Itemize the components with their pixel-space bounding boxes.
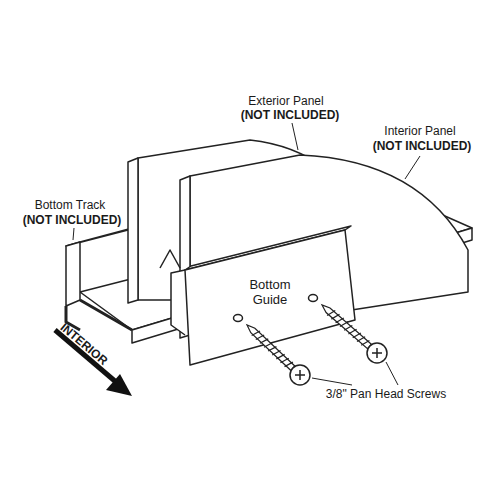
- pan-head-screw: [322, 305, 387, 363]
- screw-hole: [309, 295, 318, 302]
- callout-label: Bottom Track: [35, 198, 106, 212]
- guide-channel: [171, 270, 185, 335]
- interior-arrow: [55, 330, 132, 396]
- screw-hole: [234, 315, 243, 322]
- bottom-guide: Bottom Guide: [185, 225, 355, 365]
- callout-label: Exterior Panel: [248, 94, 323, 108]
- callout-label: (NOT INCLUDED): [241, 108, 340, 122]
- callout-label: Interior Panel: [384, 124, 455, 138]
- leader-line: [386, 362, 398, 385]
- leader-line: [405, 156, 420, 179]
- pan-head-screw: [247, 325, 310, 385]
- callout-label: (NOT INCLUDED): [373, 139, 472, 153]
- leader-line: [73, 228, 74, 240]
- callout-label: (NOT INCLUDED): [23, 213, 122, 227]
- track-edge: [66, 300, 132, 330]
- leader-line: [312, 378, 352, 385]
- exterior-panel-edge: [128, 158, 138, 303]
- track-lip: [66, 242, 80, 306]
- leader-line: [292, 123, 298, 150]
- callout-label: 3/8" Pan Head Screws: [326, 387, 446, 401]
- direction-label: INTERIOR: [58, 320, 111, 368]
- part-label: Bottom Guide: [239, 277, 301, 307]
- channel-arrow: [160, 250, 180, 268]
